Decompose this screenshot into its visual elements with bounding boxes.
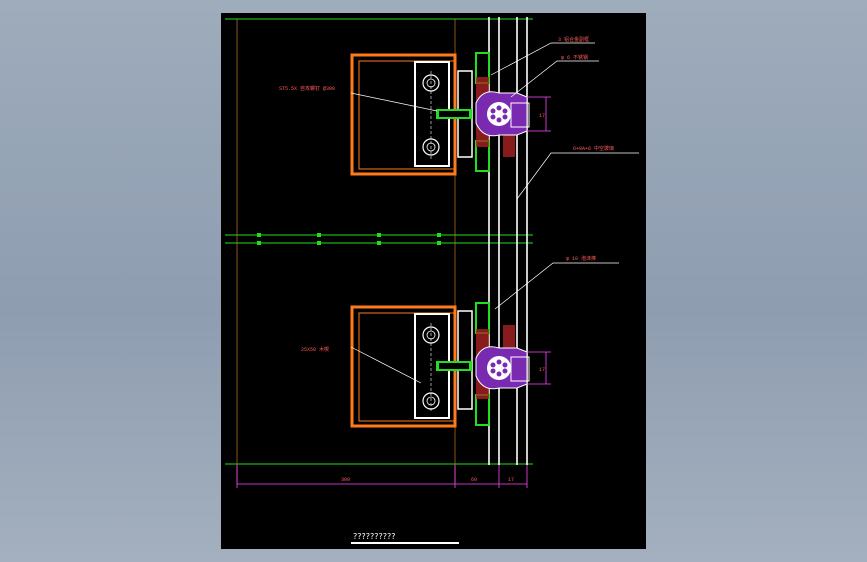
label-stainless-bolt: φ 6 不锈钢 xyxy=(561,54,588,61)
label-wood-wedge: 25X50 木楔 xyxy=(301,346,329,353)
dim-right-top: 17 xyxy=(539,113,545,119)
upper-frame-detail xyxy=(350,52,530,176)
dim-bottom-main: 300 xyxy=(341,477,350,483)
drawing-caption: ?????????? xyxy=(353,532,395,541)
label-self-tapping-screw: ST5.5X 自攻螺钉 @300 xyxy=(279,85,335,92)
dim-bottom-right: 17 xyxy=(508,477,514,483)
label-foam-rod: φ 10 泡沫棒 xyxy=(566,255,596,262)
cad-section-drawing: 3 铝合金副框 φ 6 不锈钢 6+9A+6 中空玻璃 ST5.5X 自攻螺钉 … xyxy=(225,17,639,544)
label-aluminum-subframe: 3 铝合金副框 xyxy=(558,36,589,43)
drawing-sheet: 3 铝合金副框 φ 6 不锈钢 6+9A+6 中空玻璃 ST5.5X 自攻螺钉 … xyxy=(221,13,646,549)
label-insulated-glass: 6+9A+6 中空玻璃 xyxy=(573,145,614,152)
dim-bottom-mid: 60 xyxy=(471,477,477,483)
lower-frame-detail xyxy=(350,302,530,428)
dim-right-bottom: 17 xyxy=(539,367,545,373)
